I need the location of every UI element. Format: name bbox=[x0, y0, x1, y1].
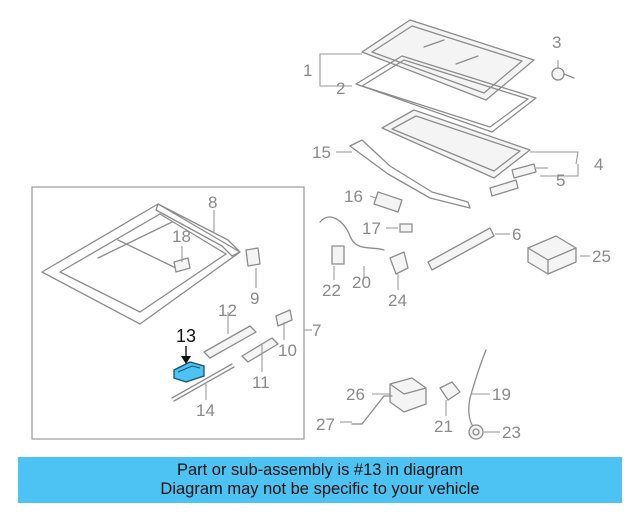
callout-8: 8 bbox=[208, 193, 217, 212]
motor-part-24 bbox=[389, 251, 409, 275]
callout-25: 25 bbox=[592, 247, 611, 266]
callout-6: 6 bbox=[512, 225, 521, 244]
inset-box bbox=[31, 186, 305, 440]
frame-part-15 bbox=[349, 139, 471, 209]
callout-16: 16 bbox=[344, 187, 363, 206]
highlighted-part-13[interactable] bbox=[173, 361, 205, 383]
callout-7: 7 bbox=[312, 321, 321, 340]
cable-part-14 bbox=[171, 363, 235, 402]
glass-panel-part-1 bbox=[361, 19, 535, 101]
roof-frame bbox=[41, 203, 241, 325]
callout-4: 4 bbox=[594, 155, 603, 174]
cable-part-27 bbox=[351, 395, 393, 425]
callout-14: 14 bbox=[196, 401, 215, 420]
seal-part-16 bbox=[373, 191, 403, 213]
drain-tube-part-20 bbox=[319, 216, 385, 251]
bracket-part-10 bbox=[275, 309, 293, 327]
callout-5: 5 bbox=[556, 171, 565, 190]
leader-lines bbox=[181, 53, 590, 433]
callout-2: 2 bbox=[336, 79, 345, 98]
callout-13: 13 bbox=[176, 326, 196, 346]
callout-17: 17 bbox=[362, 219, 381, 238]
callout-18: 18 bbox=[172, 227, 191, 246]
callout-23: 23 bbox=[502, 423, 521, 442]
callout-20: 20 bbox=[352, 273, 371, 292]
grommet-part-23 bbox=[468, 424, 484, 440]
clip-part-17 bbox=[399, 223, 413, 233]
callout-26: 26 bbox=[346, 385, 365, 404]
callout-24: 24 bbox=[388, 291, 407, 310]
callout-27: 27 bbox=[316, 415, 335, 434]
bolt-part-3 bbox=[551, 67, 575, 81]
callout-12: 12 bbox=[218, 301, 237, 320]
bracket-part-9 bbox=[245, 247, 261, 267]
reinforcement-part-8 bbox=[155, 203, 241, 257]
control-unit-part-25 bbox=[527, 235, 577, 275]
drain-hose-part-19 bbox=[468, 349, 487, 429]
callout-9: 9 bbox=[250, 289, 259, 308]
callout-10: 10 bbox=[278, 341, 297, 360]
callout-22: 22 bbox=[322, 281, 341, 300]
callout-13-arrow bbox=[181, 346, 191, 364]
weatherstrip-part-2 bbox=[355, 55, 537, 133]
parts-diagram: 1 2 3 4 5 6 7 8 9 10 11 12 13 14 15 16 1… bbox=[31, 19, 611, 442]
callout-11: 11 bbox=[252, 373, 270, 392]
callout-21: 21 bbox=[434, 417, 453, 436]
callout-1: 1 bbox=[303, 61, 312, 80]
callout-19: 19 bbox=[492, 385, 511, 404]
guide-part-5 bbox=[489, 163, 537, 197]
plate-part-12 bbox=[203, 325, 257, 359]
sunshade-panel bbox=[381, 109, 531, 179]
rail-part-6 bbox=[427, 227, 495, 271]
callout-15: 15 bbox=[312, 143, 331, 162]
bracket-part-22 bbox=[331, 245, 345, 265]
motor-part-26 bbox=[389, 377, 427, 413]
callout-3: 3 bbox=[552, 33, 561, 52]
bracket-part-21 bbox=[439, 381, 461, 401]
bracket-part-18 bbox=[173, 257, 191, 273]
banner-line-2: Diagram may not be specific to your vehi… bbox=[160, 480, 480, 498]
plate-part-11 bbox=[241, 337, 279, 363]
info-banner: Part or sub-assembly is #13 in diagram D… bbox=[18, 457, 622, 503]
banner-line-1: Part or sub-assembly is #13 in diagram bbox=[176, 461, 464, 479]
